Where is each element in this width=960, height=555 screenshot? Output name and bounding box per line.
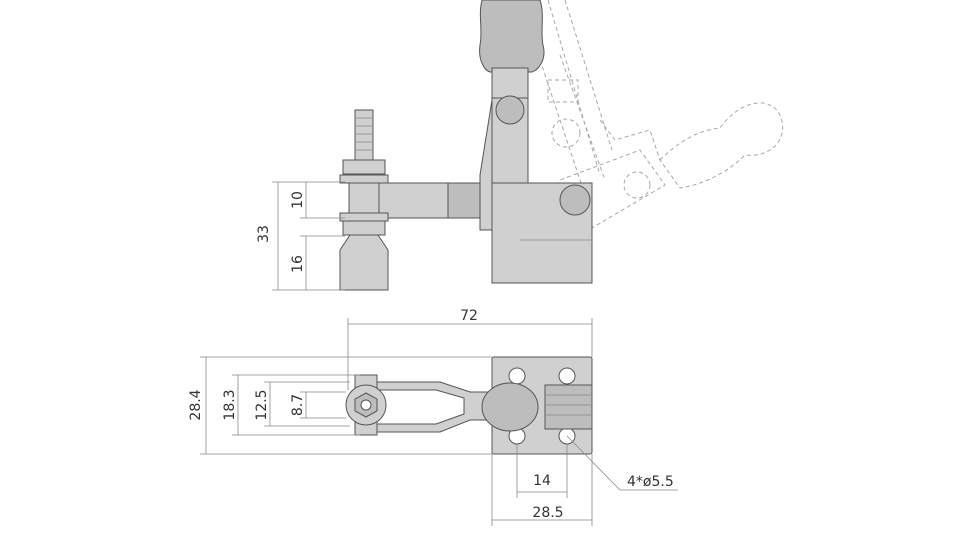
dim-8-7: 8.7 xyxy=(290,394,306,416)
handle-grip xyxy=(479,0,545,101)
ghost-open-position xyxy=(524,0,783,249)
dim-14: 14 xyxy=(533,473,551,489)
side-view: 10 33 16 xyxy=(256,0,783,291)
clamp-bar xyxy=(369,182,481,219)
spindle-nut xyxy=(345,374,387,436)
side-view-dimensions xyxy=(272,181,345,291)
base-block xyxy=(491,182,593,284)
spindle xyxy=(339,109,389,291)
dim-holes: 4*ø5.5 xyxy=(627,474,674,490)
top-view: 72 28.4 18.3 12.5 8.7 14 28.5 4*ø5.5 xyxy=(188,308,678,526)
dim-33: 33 xyxy=(256,225,272,243)
dim-28-4: 28.4 xyxy=(188,389,204,420)
dim-18-3: 18.3 xyxy=(222,389,238,420)
dim-12-5: 12.5 xyxy=(254,389,270,420)
grip-knob xyxy=(481,382,539,432)
dim-28-5: 28.5 xyxy=(532,505,563,521)
mount-hole xyxy=(558,367,576,385)
top-view-dimensions xyxy=(200,318,678,526)
arm-linkage xyxy=(364,381,539,433)
mount-hole xyxy=(508,367,526,385)
dim-16: 16 xyxy=(290,255,306,273)
dim-10: 10 xyxy=(290,191,306,209)
dim-72: 72 xyxy=(460,308,478,324)
